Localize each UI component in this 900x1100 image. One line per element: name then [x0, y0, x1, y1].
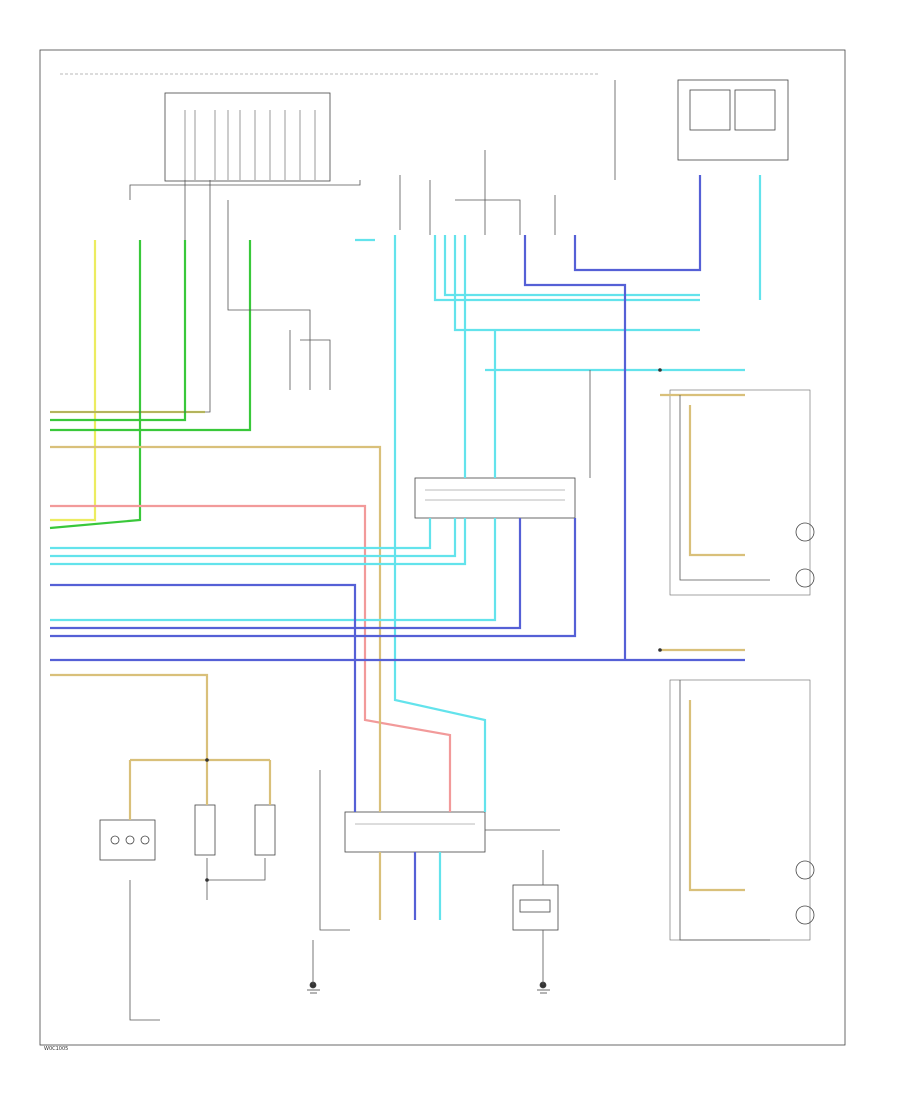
wire-green-3	[50, 240, 187, 422]
wire-green-2	[49, 240, 142, 530]
lamp-right	[254, 804, 276, 856]
wire-tan-7	[50, 673, 209, 760]
central-control-module	[414, 477, 576, 519]
wire-cyan-26	[50, 518, 457, 558]
wire-group	[49, 175, 762, 920]
footer-code: W0C1005	[44, 1046, 68, 1052]
wire-tan-6	[50, 445, 382, 812]
wire-blue-31	[50, 518, 577, 638]
fuse-block-terminals	[184, 110, 316, 180]
wire-green-4	[50, 240, 252, 432]
wire-tan-16	[688, 700, 745, 892]
lamp-left	[194, 804, 216, 856]
relay-coil-left	[689, 89, 731, 131]
wire-cyan-25	[50, 518, 432, 550]
driver-door-module	[669, 389, 811, 596]
sensor-component	[512, 884, 559, 931]
relay-box-top-right	[677, 79, 789, 161]
wire-cyan-28	[50, 518, 497, 622]
lamp-assembly-left	[99, 819, 156, 861]
fuse-block	[164, 92, 331, 182]
wire-blue-33	[523, 235, 627, 660]
dark-wire-group	[50, 80, 770, 1021]
wire-red-5	[50, 504, 452, 812]
wire-blue-34	[573, 175, 702, 272]
wire-cyan-21	[453, 235, 700, 332]
wire-cyan-18	[393, 235, 487, 812]
passenger-mirror-heater	[795, 905, 815, 925]
wire-yellow-0	[50, 240, 97, 522]
ground-symbol-1	[307, 981, 320, 994]
wire-blue-30	[50, 518, 522, 630]
wire-tan-14	[688, 405, 745, 557]
passenger-mirror-motor	[795, 860, 815, 880]
diagram-frame	[39, 49, 846, 1046]
relay-coil-right	[734, 89, 776, 131]
driver-mirror-heater	[795, 568, 815, 588]
wire-cyan-19	[433, 235, 700, 302]
wire-cyan-27	[50, 518, 467, 566]
wire-cyan-20	[443, 235, 700, 297]
wire-blue-29	[50, 583, 357, 812]
lower-control-module	[344, 811, 486, 853]
ground-symbol-2	[537, 981, 550, 994]
driver-mirror-motor	[795, 522, 815, 542]
connector-dots	[205, 368, 662, 882]
